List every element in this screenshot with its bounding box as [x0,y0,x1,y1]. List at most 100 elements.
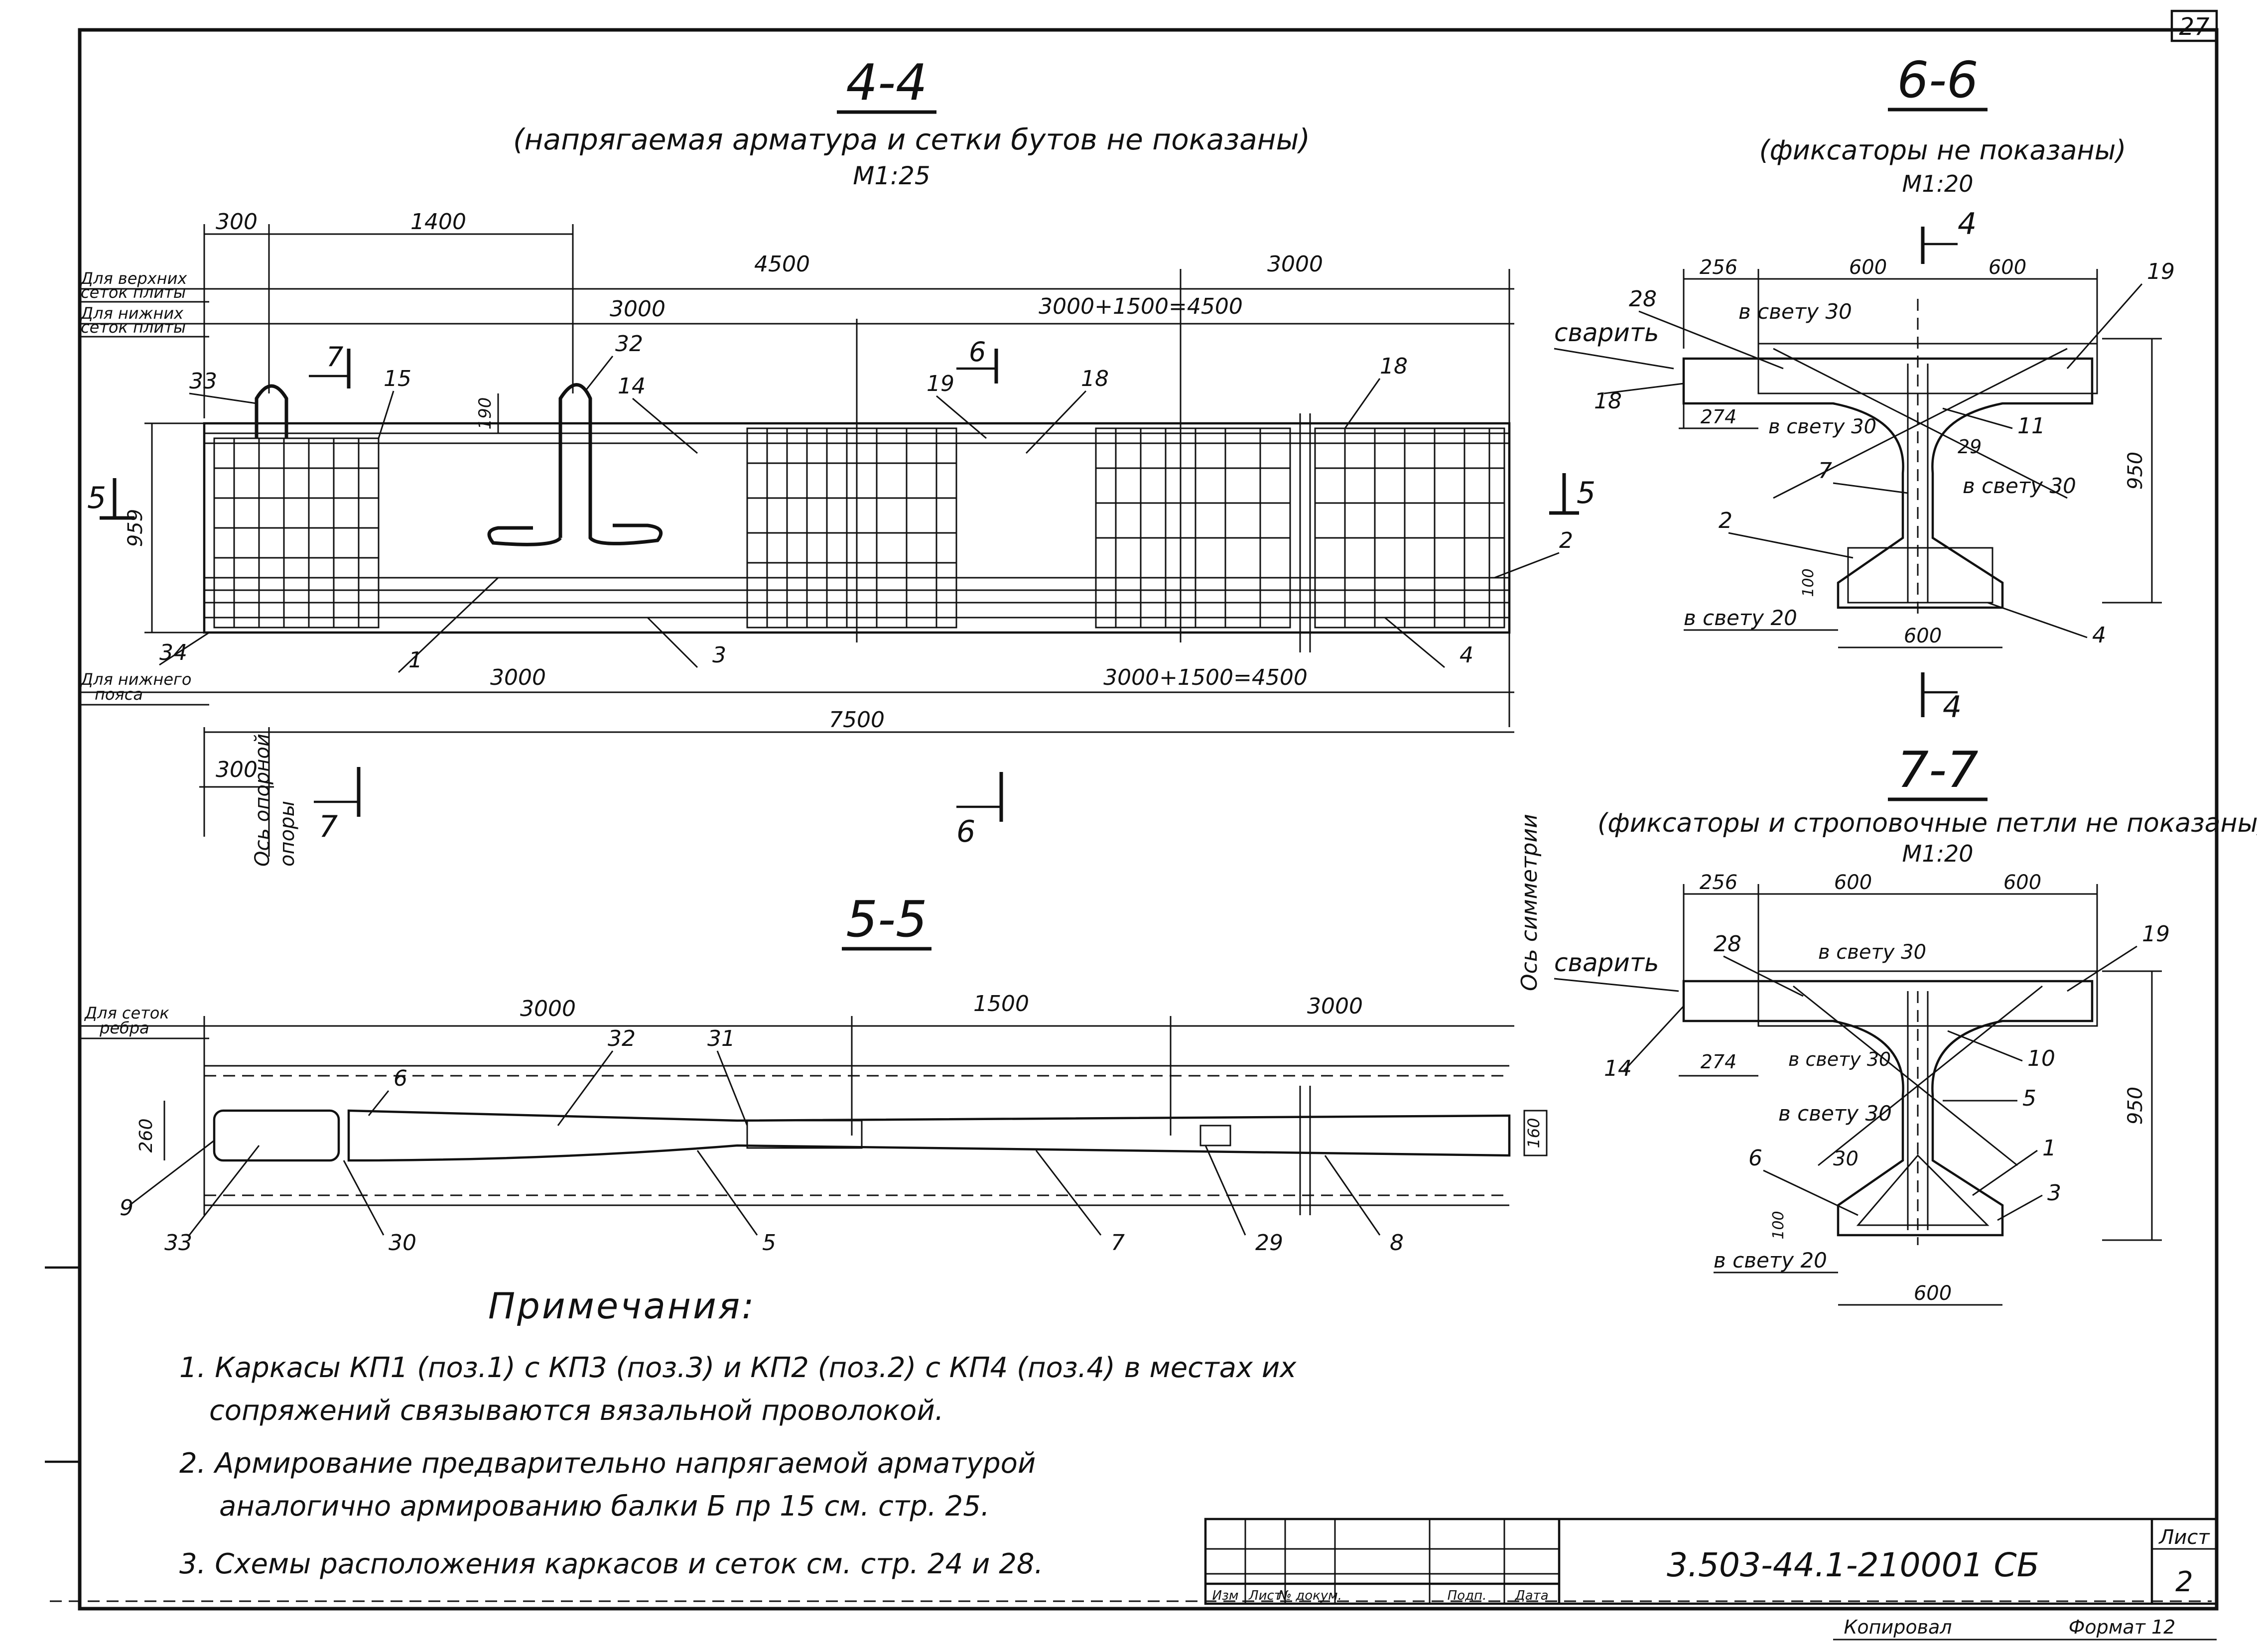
clear-66-3: в свету 30 [1963,474,2076,498]
callout-77-28: 28 [1714,931,1741,957]
dim-3000-second: 3000 [610,296,665,322]
sheet-label: Лист [2158,1526,2210,1549]
callout-4: 4 [1460,642,1473,668]
cut-4-top: 4 [1958,207,1977,242]
dim-1500-55: 1500 [973,991,1029,1017]
note-line-4: аналогично армированию балки Б пр 15 см.… [219,1490,990,1523]
dim-260: 260 [136,1119,156,1153]
dim-3000-bottom: 3000 [490,665,546,690]
dim-3000b-55: 3000 [1307,994,1363,1019]
clear-77-30: 30 [1833,1147,1859,1170]
weld-66: сварить [1554,318,1659,347]
dim-190: 190 [475,397,495,430]
label-bottom-chord-1: Для нижнего [80,670,191,689]
axis-support: Ось опорной [251,734,274,867]
label-rib-mesh-2: ребра [99,1018,149,1037]
dim-66-600b: 600 [1989,256,2026,279]
col-header-0: Изм [1212,1588,1239,1603]
dim-66-950: 950 [2124,452,2147,490]
cut-6-top: 6 [969,336,986,368]
dim-66-600-bottom: 600 [1904,625,1942,647]
callout-66-7: 7 [1818,458,1832,484]
clear-77-4: в свету 20 [1714,1248,1827,1272]
note-line-1: 1. Каркасы КП1 (поз.1) с КП3 (поз.3) и К… [179,1352,1297,1384]
axis-support-2: опоры [276,801,299,867]
dim-77-256: 256 [1700,871,1737,894]
callout-77-6: 6 [1748,1145,1762,1171]
tbeam-77-outline [1682,980,2094,1237]
cut-7-top: 7 [326,341,343,373]
lifting-loop-32 [487,383,663,546]
mesh-cage-mid [746,427,957,629]
clear-77-2: в свету 30 [1788,1048,1891,1070]
clear-66-2: в свету 30 [1768,415,1876,438]
format-label: Формат 12 [2069,1616,2176,1638]
dim-3000a-55: 3000 [520,996,576,1021]
sheet-number: 27 [2179,13,2210,41]
note-line-5: 3. Схемы расположения каркасов и сеток с… [179,1548,1044,1580]
dim-7500: 7500 [829,707,885,733]
label-low-mesh-2: сеток плиты [81,318,186,337]
callout-18a: 18 [1081,366,1109,391]
cut-4-bottom: 4 [1943,690,1962,725]
callout-33: 33 [189,369,217,394]
note-line-3: 2. Армирование предварительно напрягаемо… [179,1447,1036,1480]
callout-66-11: 11 [2017,413,2045,439]
col-header-4: Дата [1514,1588,1548,1603]
axis-symmetry: Ось симметрии [1517,814,1542,991]
dim-160: 160 [1524,1118,1543,1148]
callout-66-28: 28 [1629,286,1657,312]
dim-66-274: 274 [1701,406,1737,428]
callout-77-1: 1 [2042,1136,2056,1161]
cut-5-right: 5 [1577,476,1595,510]
cut-5-left: 5 [87,481,106,515]
dim-300-bottom: 300 [216,757,258,782]
section-6-6-title: 6-6 [1897,51,1978,109]
dim-77-274: 274 [1701,1051,1737,1073]
dim-300-top: 300 [216,209,258,235]
cut-7-bottom: 7 [319,809,338,844]
callout-66-2: 2 [1719,508,1732,533]
callout-55-8: 8 [1390,1230,1404,1256]
label-bottom-chord-2: пояса [95,685,143,704]
document-code: 3.503-44.1-210001 СБ [1667,1546,2039,1584]
dim-77-600-bottom: 600 [1914,1282,1952,1305]
section-4-4-title: 4-4 [846,53,927,112]
cut-6-bottom: 6 [956,814,975,849]
lifting-loop-33 [255,384,288,438]
mesh-cage-left [213,437,380,629]
clear-66-4: в свету 20 [1684,606,1797,630]
callout-55-29: 29 [1255,1230,1283,1256]
callout-77-19: 19 [2142,921,2170,947]
label-rib-mesh-1: Для сеток [84,1004,169,1022]
callout-66-29: 29 [1958,436,1982,458]
clear-77-3: в свету 30 [1778,1101,1892,1126]
callout-77-10: 10 [2027,1046,2055,1071]
callout-55-7: 7 [1111,1230,1125,1256]
callout-66-19: 19 [2147,259,2175,284]
callout-55-32: 32 [608,1026,636,1051]
section-6-6: 6-6 (фиксаторы не показаны) М1:20 4 256 … [1554,51,2175,725]
section-7-7: 7-7 (фиксаторы и строповочные петли не п… [1554,741,2257,1306]
section-7-7-subtitle: (фиксаторы и строповочные петли не показ… [1597,808,2257,838]
callout-14: 14 [618,374,646,399]
callout-32: 32 [615,331,643,357]
label-top-mesh-1: Для верхних [80,269,187,288]
weld-77: сварить [1554,948,1659,977]
dim-3000-1500-4500-a: 3000+1500=4500 [1039,294,1243,319]
label-low-mesh-1: Для нижних [80,304,184,323]
dim-1400: 1400 [410,209,466,235]
dim-66-100: 100 [1800,568,1817,597]
callout-55-30: 30 [389,1230,416,1256]
section-7-7-scale: М1:20 [1902,840,1974,867]
section-4-4: 4-4 (напрягаемая арматура и сетки бутов … [80,53,1595,991]
label-top-mesh-2: сеток плиты [81,283,186,302]
dim-66-600a: 600 [1849,256,1887,279]
dim-959: 959 [124,509,147,547]
col-header-2: № докум. [1277,1588,1342,1603]
section-5-5: 5-5 Для сеток ребра 3000 1500 3000 260 1… [80,890,1548,1256]
callout-2: 2 [1559,528,1573,553]
callout-55-5: 5 [762,1230,776,1256]
notes-title: Примечания: [488,1285,756,1327]
